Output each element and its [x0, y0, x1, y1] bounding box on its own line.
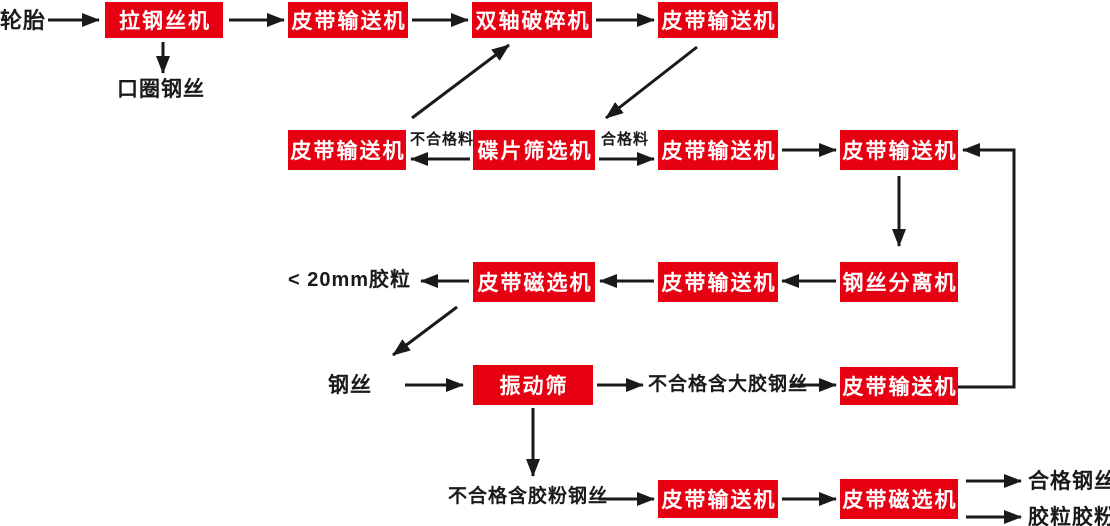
qualified-material-label: 合格料	[601, 131, 650, 148]
node-label: 皮带输送机	[842, 376, 958, 399]
arrow-conveyor2-to-disc-screen	[605, 45, 698, 120]
reject-material-label: 不合格料	[410, 131, 475, 148]
steel-wire-label: 钢丝	[328, 374, 372, 397]
reject-large-rubber-wire-label: 不合格含大胶钢丝	[648, 374, 809, 395]
node-label: 振动筛	[499, 375, 569, 398]
wire-drawing-machine-box: 拉钢丝机	[105, 2, 223, 38]
node-label: 拉钢丝机	[119, 10, 211, 33]
tire-label: 轮胎	[0, 8, 47, 33]
node-label: 皮带输送机	[661, 140, 777, 163]
node-label: 皮带输送机	[661, 272, 777, 295]
belt-conveyor-4-box: 皮带输送机	[658, 130, 778, 170]
node-label: 双轴破碎机	[475, 10, 591, 33]
belt-conveyor-2-box: 皮带输送机	[658, 2, 778, 38]
belt-magnetic-separator-2-box: 皮带磁选机	[840, 479, 958, 519]
belt-conveyor-3-box: 皮带输送机	[288, 130, 406, 170]
belt-conveyor-7-box: 皮带输送机	[840, 367, 958, 405]
node-label: 皮带磁选机	[477, 272, 593, 295]
belt-conveyor-1-box: 皮带输送机	[288, 2, 408, 38]
node-label: 皮带输送机	[661, 10, 777, 33]
disc-screening-machine-box: 碟片筛选机	[473, 130, 595, 170]
belt-conveyor-8-box: 皮带输送机	[658, 480, 778, 518]
arrow-conveyor7-to-conveyor5	[958, 143, 1016, 389]
granule-powder-label: 胶粒胶粉	[1028, 506, 1110, 526]
vibrating-screen-box: 振动筛	[473, 365, 593, 405]
wire-separator-box: 钢丝分离机	[840, 262, 958, 302]
bead-wire-label: 口圈钢丝	[117, 78, 205, 101]
under-20mm-granule-label: < 20mm胶粒	[288, 269, 412, 291]
belt-conveyor-6-box: 皮带输送机	[658, 262, 778, 302]
belt-conveyor-5-box: 皮带输送机	[840, 130, 958, 170]
belt-magnetic-separator-1-box: 皮带磁选机	[473, 262, 595, 302]
double-shaft-crusher-box: 双轴破碎机	[472, 2, 592, 38]
node-label: 钢丝分离机	[842, 272, 958, 295]
node-label: 皮带输送机	[290, 140, 406, 163]
node-label: 皮带磁选机	[842, 489, 958, 512]
node-label: 皮带输送机	[661, 489, 777, 512]
reject-rubber-powder-wire-label: 不合格含胶粉钢丝	[448, 486, 609, 507]
qualified-wire-label: 合格钢丝	[1028, 470, 1110, 493]
arrow-magnetic1-to-steel-wire	[392, 305, 458, 357]
node-label: 皮带输送机	[842, 140, 958, 163]
arrow-conveyor3-to-crusher	[411, 43, 510, 120]
node-label: 皮带输送机	[291, 10, 407, 33]
node-label: 碟片筛选机	[477, 140, 593, 163]
